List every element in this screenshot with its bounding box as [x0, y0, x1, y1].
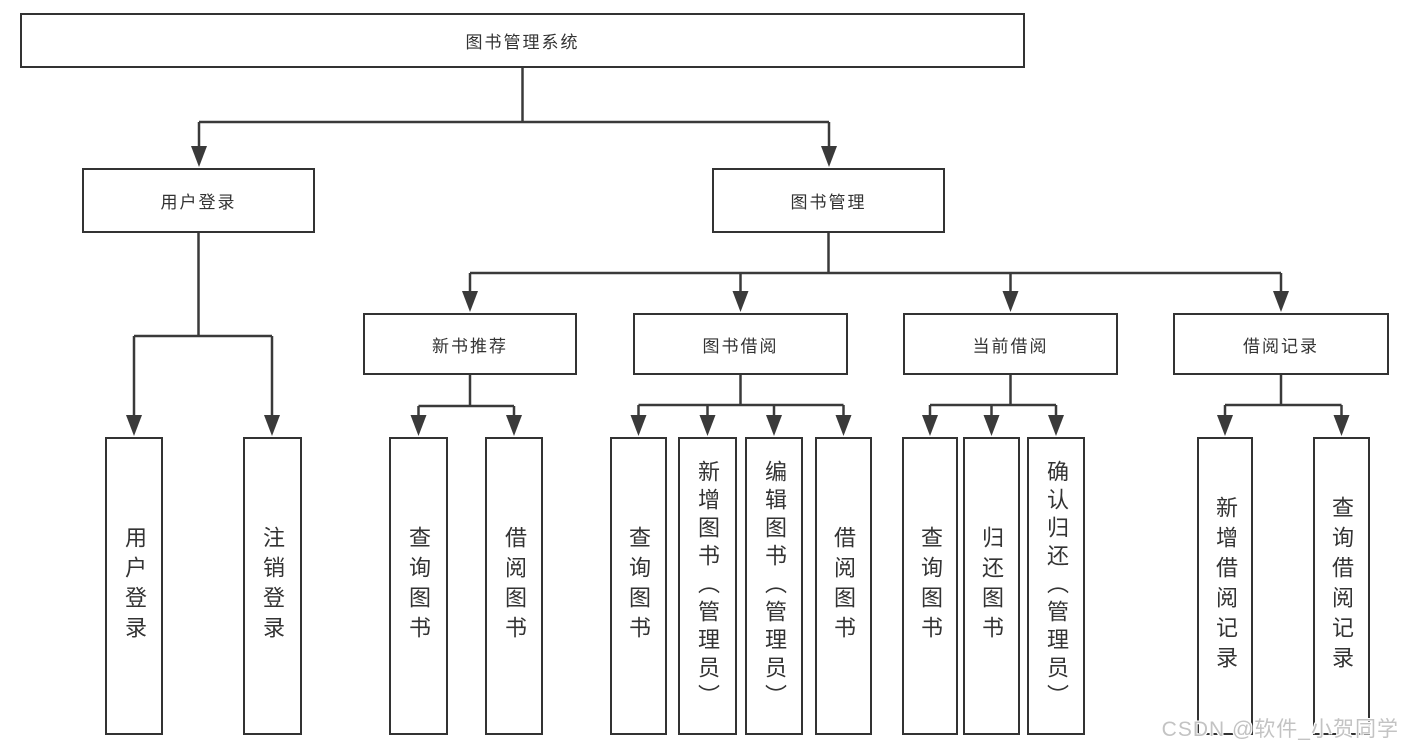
node-book-borrowing-label: 图书借阅	[702, 336, 779, 356]
node-leaf-borrow-books-borrowing: 借阅图书	[815, 437, 872, 735]
node-leaf-query-books-current: 查询图书	[902, 437, 958, 735]
node-leaf-confirm-return-admin: 确认归还（管理员）	[1027, 437, 1085, 735]
node-leaf-borrow-books-recommend: 借阅图书	[485, 437, 543, 735]
node-current-borrowing-label: 当前借阅	[972, 336, 1049, 356]
node-leaf-return-book: 归还图书	[963, 437, 1020, 735]
node-borrowing-records: 借阅记录	[1173, 313, 1389, 375]
node-leaf-query-books-recommend: 查询图书	[389, 437, 448, 735]
node-leaf-add-borrow-record: 新增借阅记录	[1197, 437, 1253, 735]
node-borrowing-records-label: 借阅记录	[1243, 336, 1319, 356]
node-user-login-branch-label: 用户登录	[160, 193, 237, 212]
node-book-management-branch: 图书管理	[712, 168, 945, 233]
node-new-book-recommend: 新书推荐	[363, 313, 577, 375]
node-current-borrowing: 当前借阅	[903, 313, 1118, 375]
node-book-borrowing: 图书借阅	[633, 313, 848, 375]
node-leaf-edit-book-admin: 编辑图书（管理员）	[745, 437, 803, 735]
csdn-watermark: CSDN @软件_小贺同学	[1161, 718, 1399, 741]
node-leaf-add-book-admin: 新增图书（管理员）	[678, 437, 737, 735]
node-root-library-system: 图书管理系统	[20, 13, 1025, 68]
node-leaf-logout: 注销登录	[243, 437, 302, 735]
node-new-book-recommend-label: 新书推荐	[432, 336, 508, 356]
node-leaf-user-login: 用户登录	[105, 437, 163, 735]
node-root-label: 图书管理系统	[465, 33, 580, 52]
node-leaf-query-borrow-record: 查询借阅记录	[1313, 437, 1370, 735]
node-book-management-branch-label: 图书管理	[790, 193, 867, 212]
node-leaf-query-books-borrowing: 查询图书	[610, 437, 667, 735]
node-user-login-branch: 用户登录	[82, 168, 315, 233]
